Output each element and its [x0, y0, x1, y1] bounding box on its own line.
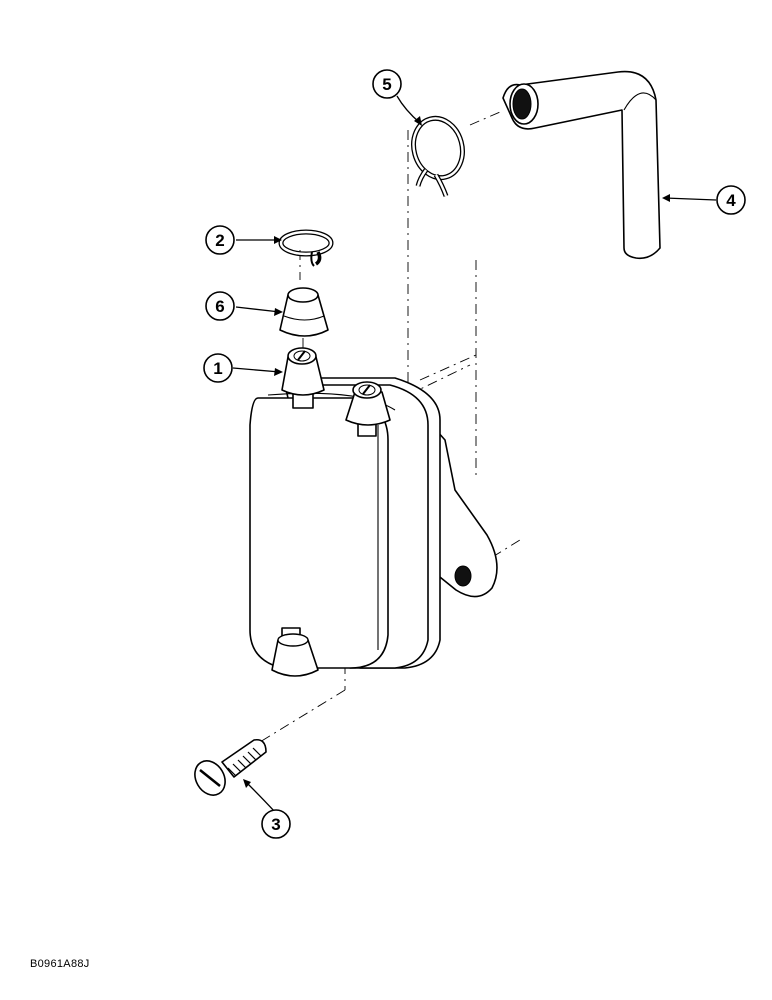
callout-6-label: 6 — [215, 297, 224, 316]
inlet-nipple — [345, 381, 391, 437]
rubber-cap-part-6 — [279, 287, 329, 337]
screw-part-3 — [194, 738, 267, 796]
callout-3: 3 — [261, 809, 291, 839]
outlet-nipple — [281, 347, 325, 409]
callout-1-label: 1 — [213, 359, 222, 378]
callout-4: 4 — [716, 185, 746, 215]
callout-4-label: 4 — [726, 191, 736, 210]
callout-1: 1 — [203, 353, 233, 383]
callout-5: 5 — [372, 69, 402, 99]
callout-5-label: 5 — [382, 75, 391, 94]
hose-clip-part-5 — [411, 115, 465, 197]
callout-2-label: 2 — [215, 231, 224, 250]
callout-3-label: 3 — [271, 815, 280, 834]
pump-body — [249, 347, 498, 677]
hose-part-4 — [502, 70, 661, 260]
bottom-nipple — [271, 627, 319, 677]
hose-clamp-part-2 — [278, 229, 334, 267]
callout-6: 6 — [205, 291, 235, 321]
figure-code: B0961A88J — [30, 958, 90, 970]
callout-2: 2 — [205, 225, 235, 255]
leader-lines — [232, 95, 717, 813]
